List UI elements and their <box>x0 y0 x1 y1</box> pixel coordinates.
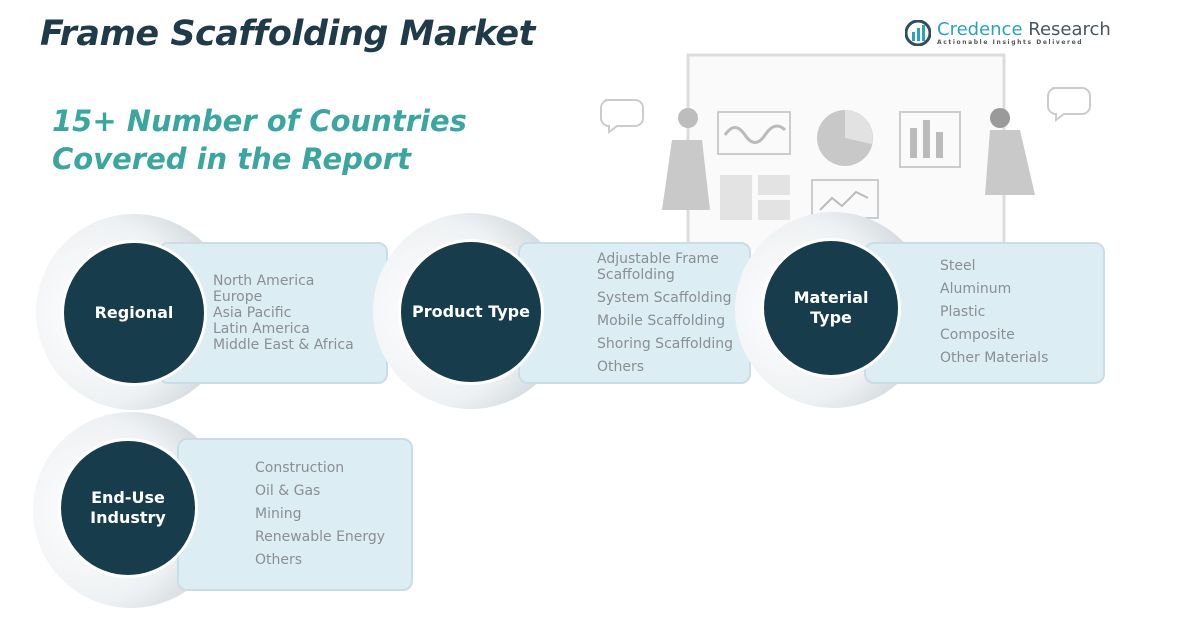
logo-name-2: Research <box>1022 18 1111 40</box>
list-item: Europe <box>213 289 263 305</box>
list-item: Plastic <box>940 304 986 320</box>
segment-label: End-Use Industry <box>58 438 198 578</box>
credence-logo: Credence Research Actionable Insights De… <box>905 20 1111 46</box>
list-item: Construction <box>255 460 345 476</box>
list-item: Oil & Gas <box>255 483 321 499</box>
list-item: Latin America <box>213 321 310 337</box>
list-item: Mobile Scaffolding <box>597 313 726 329</box>
list-item: North America <box>213 273 315 289</box>
list-item: Aluminum <box>940 281 1012 297</box>
list-item: Steel <box>940 258 976 274</box>
segment-label: Regional <box>61 240 207 386</box>
list-item: Shoring Scaffolding <box>597 336 733 352</box>
list-item: Others <box>597 359 645 375</box>
subtitle-line-1: 15+ Number of Countries <box>52 104 467 138</box>
list-item: Composite <box>940 327 1015 343</box>
page-title: Frame Scaffolding Market <box>40 14 535 54</box>
segment-label: Product Type <box>398 239 544 385</box>
segment-label: Material Type <box>761 238 901 378</box>
list-item: Asia Pacific <box>213 305 292 321</box>
list-item: Others <box>255 552 303 568</box>
list-item: Middle East & Africa <box>213 337 354 353</box>
list-item: Mining <box>255 506 302 522</box>
logo-name-1: Credence <box>937 18 1023 40</box>
list-item: Renewable Energy <box>255 529 386 545</box>
subtitle-line-2: Covered in the Report <box>52 142 411 176</box>
list-item: System Scaffolding <box>597 290 732 306</box>
list-item: Adjustable Frame Scaffolding <box>597 251 719 283</box>
logo-tagline: Actionable Insights Delivered <box>937 38 1084 46</box>
list-item: Other Materials <box>940 350 1049 366</box>
logo-chart-icon <box>905 20 931 46</box>
